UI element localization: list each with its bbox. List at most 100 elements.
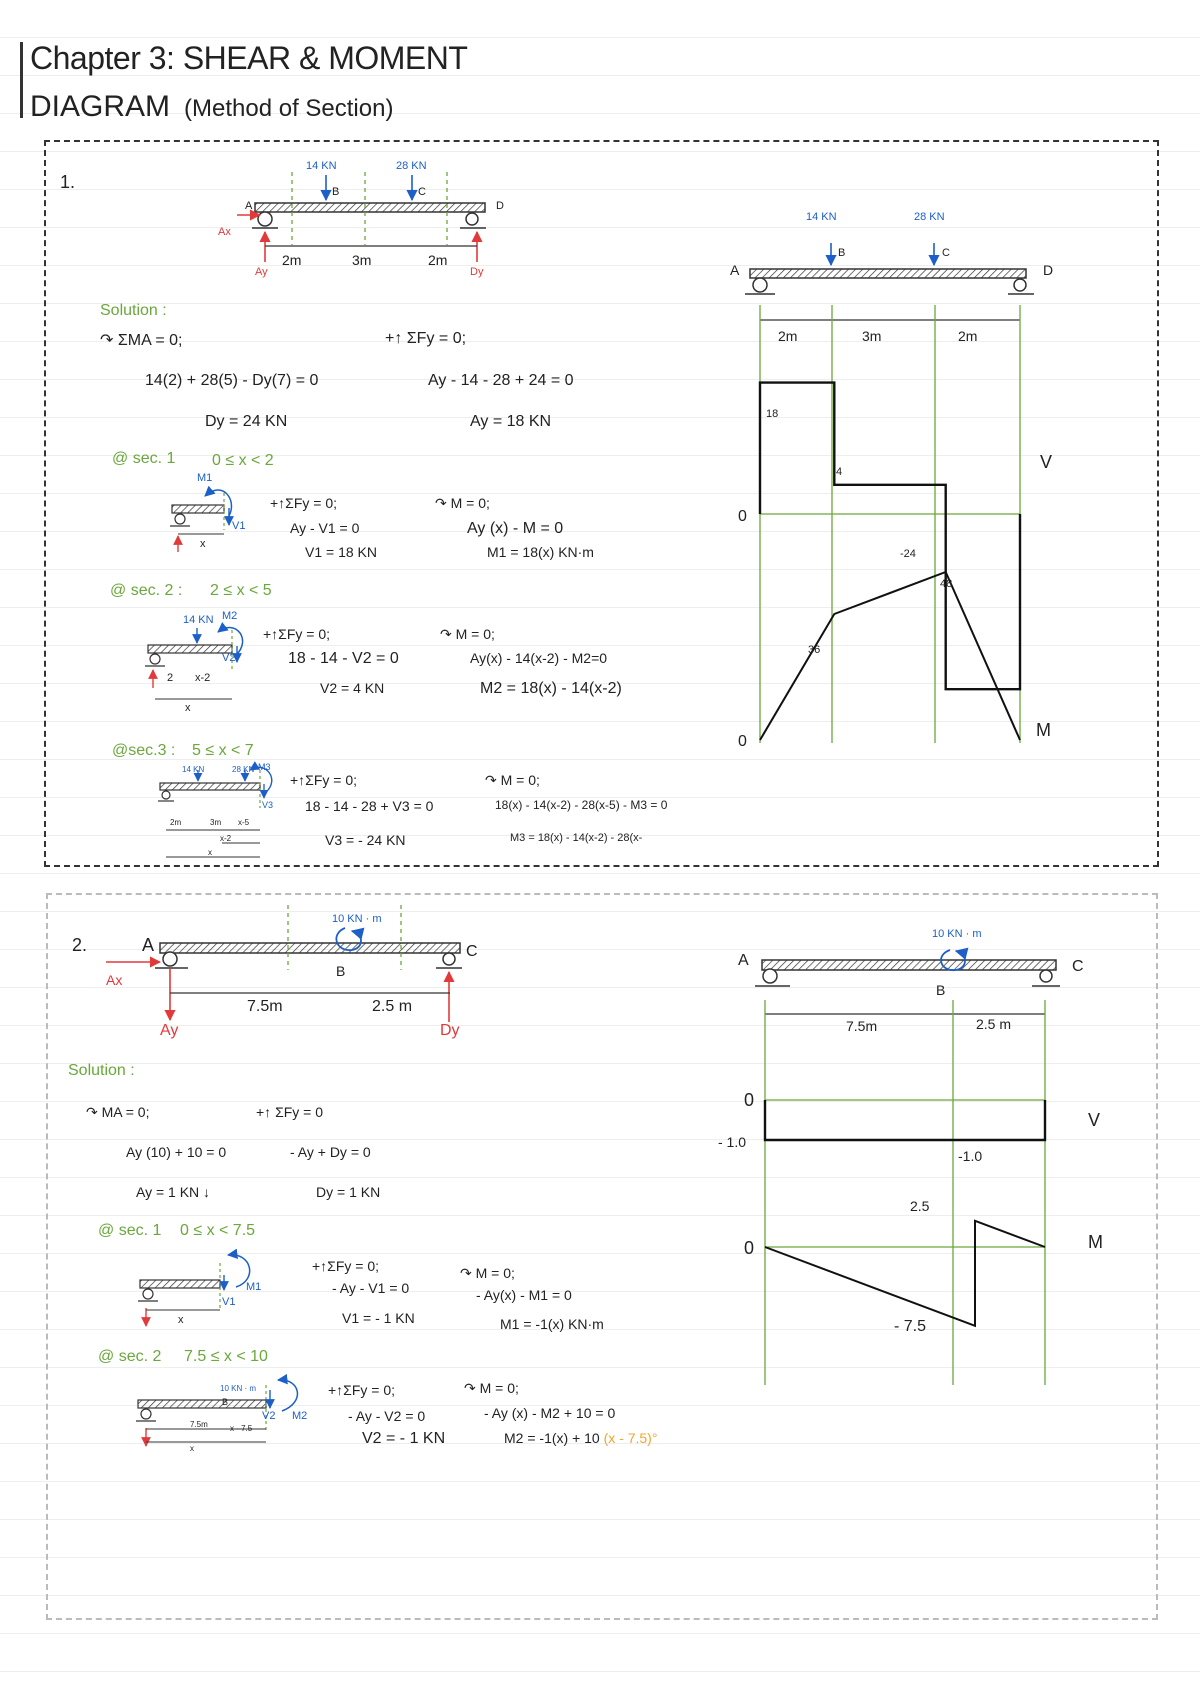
p1-sec1-m-text: M = 0; — [450, 495, 490, 511]
p2-sec1-label: @ sec. 1 — [98, 1222, 162, 1239]
p1-sum-fy: +↑ ΣFy = 0; — [385, 330, 467, 347]
p2-dy-label: Dy — [440, 1022, 460, 1039]
p1-sec2-fbd-v: V2 — [222, 652, 236, 664]
p1-v-value-18: 18 — [766, 408, 779, 420]
p1-sec2-fy: +↑ΣFy = 0; — [263, 626, 331, 642]
p2-sec1-fy2: V1 = - 1 KN — [342, 1310, 415, 1326]
p1-span-2: 3m — [352, 252, 372, 268]
p2-m-value-neg75: - 7.5 — [894, 1318, 927, 1335]
p2-sec2-fy1: - Ay - V2 = 0 — [348, 1408, 426, 1424]
p1-sec3-label: @sec.3 : — [112, 742, 176, 759]
p2-r-point-c: C — [1072, 958, 1084, 975]
p1-sec2-fy2: V2 = 4 KN — [320, 680, 385, 696]
p1-r-span-2: 3m — [862, 328, 882, 344]
p1-right-beam — [745, 243, 1034, 743]
p2-sec2-m1: - Ay (x) - M2 + 10 = 0 — [484, 1405, 616, 1421]
p1-beam-figure — [237, 172, 486, 262]
p2-ax-label: Ax — [106, 972, 123, 988]
p1-ay-label: Ay — [255, 266, 268, 278]
p1-sec3-fbd-load2: 28 KN — [232, 765, 255, 774]
p2-sec2-fbd-load: 10 KN · m — [220, 1384, 257, 1393]
problem1-box — [44, 140, 1159, 867]
p2-moment-curve — [764, 1219, 1046, 1328]
p1-m-label: M — [1036, 720, 1051, 740]
p1-sec2-fbd-x: x — [185, 702, 191, 714]
p1-sec2-m1: Ay(x) - 14(x-2) - M2=0 — [470, 650, 608, 666]
p2-right-beam — [755, 947, 1060, 1385]
p2-fy: +↑ ΣFy = 0 — [256, 1104, 324, 1120]
p1-number: 1. — [60, 172, 76, 192]
p1-r-load-c-label: 28 KN — [914, 211, 945, 223]
p2-m-label: M — [1088, 1232, 1103, 1252]
p1-r-point-d: D — [1043, 262, 1054, 278]
p1-v-label: V — [1040, 452, 1053, 472]
p1-sec1-fy1: Ay - V1 = 0 — [290, 520, 360, 536]
p2-sec2-fbd-75: 7.5m — [190, 1420, 208, 1429]
p1-sec3-fy: +↑ΣFy = 0; — [290, 772, 358, 788]
p1-ma-expr: 14(2) + 28(5) - Dy(7) = 0 — [145, 372, 319, 389]
p2-sec1-m: ↷ M = 0; — [460, 1265, 515, 1281]
p1-sec2-range: 2 ≤ x < 5 — [210, 582, 272, 599]
p1-v-value-neg24: -24 — [900, 548, 916, 560]
p1-moment-curve — [759, 570, 1021, 741]
p1-v-zero: 0 — [738, 508, 747, 525]
p1-sec3-m: ↷ M = 0; — [485, 772, 540, 788]
p2-sec2-range: 7.5 ≤ x < 10 — [184, 1348, 268, 1365]
p2-sec2-m2-pre: M2 = -1(x) + 10 — [504, 1430, 600, 1446]
p1-dy-label: Dy — [470, 266, 484, 278]
page-title-line2: DIAGRAM(Method of Section) — [30, 90, 393, 124]
p1-sec3-range: 5 ≤ x < 7 — [192, 742, 254, 759]
p2-r-moment-label: 10 KN · m — [932, 928, 982, 940]
p1-sec1-fy2: V1 = 18 KN — [305, 544, 377, 560]
p2-sec2-m2-post: (x - 7.5)° — [603, 1430, 658, 1446]
p1-r-point-c: C — [942, 247, 950, 259]
p1-sec2-m-text: M = 0; — [455, 626, 495, 642]
p1-sec2-fbd-load: 14 KN — [183, 614, 214, 626]
p1-dy-result: Dy = 24 KN — [205, 413, 288, 430]
p1-sec1-fbd — [170, 485, 234, 552]
p1-r-span-3: 2m — [958, 328, 978, 344]
p1-sec1-m1: Ay (x) - M = 0 — [467, 520, 564, 537]
p2-sec2-fbd-b: B — [222, 1397, 229, 1407]
p1-sec3-fbd — [158, 761, 273, 858]
p2-span-2: 2.5 m — [372, 998, 413, 1015]
p1-pin-a — [257, 211, 273, 227]
p1-sec3-fbd-m: M3 — [258, 762, 271, 772]
p2-sec2-fy2: V2 = - 1 KN — [362, 1430, 446, 1447]
p1-r-point-a: A — [730, 262, 740, 278]
p2-sec2-fy: +↑ΣFy = 0; — [328, 1382, 396, 1398]
p2-sec2-fbd-x75: x - 7.5 — [230, 1424, 253, 1433]
p2-sec1-fbd-x: x — [178, 1314, 184, 1326]
p2-sec2-m2: M2 = -1(x) + 10 (x - 7.5)° — [504, 1430, 657, 1446]
p2-point-a: A — [142, 935, 155, 955]
p1-sec3-m-text: M = 0; — [500, 772, 540, 788]
page-title-line1: Chapter 3: SHEAR & MOMENT — [30, 40, 468, 76]
p2-r-point-a: A — [738, 952, 749, 969]
p2-sec2-m: ↷ M = 0; — [464, 1380, 519, 1396]
p1-r-load-b-label: 14 KN — [806, 211, 837, 223]
p1-sec1-fy: +↑ΣFy = 0; — [270, 495, 338, 511]
p1-ay-result: Ay = 18 KN — [470, 413, 552, 430]
p2-sec1-m1: - Ay(x) - M1 = 0 — [476, 1287, 572, 1303]
p2-sec2-m-text: M = 0; — [479, 1380, 519, 1396]
p1-sec1-fbd-x: x — [200, 538, 206, 550]
p1-sec1-m2: M1 = 18(x) KN·m — [487, 544, 594, 560]
p2-dy-result: Dy = 1 KN — [316, 1184, 381, 1200]
p1-load-c-label: 28 KN — [396, 160, 427, 172]
p2-span-1: 7.5m — [247, 998, 283, 1015]
p1-sec1-label: @ sec. 1 — [112, 450, 176, 467]
p2-r-span-2: 2.5 m — [976, 1016, 1012, 1032]
p1-sec3-fbd-3m: 3m — [210, 818, 222, 827]
p1-sec2-label: @ sec. 2 : — [110, 582, 183, 599]
p2-sec1-fy1: - Ay - V1 = 0 — [332, 1280, 410, 1296]
p2-sec1-fbd-m: M1 — [246, 1281, 262, 1293]
p2-r-point-b: B — [936, 982, 946, 998]
p1-sec3-fbd-2m: 2m — [170, 818, 182, 827]
p2-shear-curve — [763, 1100, 1047, 1142]
p1-m-value-36: 36 — [808, 644, 821, 656]
p2-ma-text: MA = 0; — [101, 1104, 150, 1120]
p1-fy-expr: Ay - 14 - 28 + 24 = 0 — [428, 372, 574, 389]
p1-roller-d — [465, 212, 479, 226]
p1-sec3-fbd-x: x — [208, 848, 212, 857]
p1-span-3: 2m — [428, 252, 448, 268]
